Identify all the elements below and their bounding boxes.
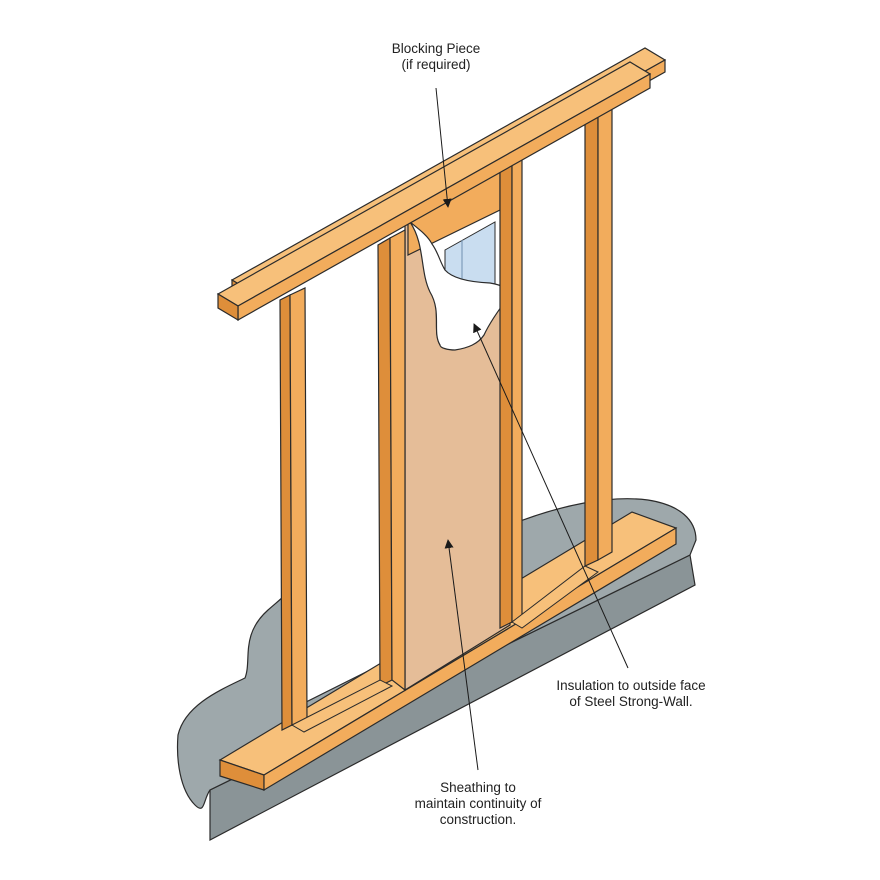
insulation (409, 221, 511, 351)
stud-right (584, 101, 613, 567)
blocking-leader-arrow (435, 87, 452, 208)
blocking-callout-line2: (if required) (401, 57, 471, 72)
sheathing-callout-line3: construction. (439, 812, 517, 827)
insulation-callout: Insulation to outside face of Steel Stro… (526, 678, 736, 710)
top-plate-lower (216, 61, 652, 322)
sheathing-callout-line2: maintain continuity of (414, 796, 542, 811)
insulation-callout-line1: Insulation to outside face (556, 678, 706, 693)
insulation-leader-arrow (473, 323, 629, 669)
bottom-ledge-right (511, 565, 599, 629)
blocking-piece-callout: Blocking Piece (if required) (364, 41, 508, 73)
sheathing-leader-arrow (444, 539, 479, 771)
sheathing-callout: Sheathing to maintain continuity of cons… (388, 780, 568, 828)
sheathing-callout-line1: Sheathing to (440, 780, 516, 795)
stud-center-left (377, 229, 406, 692)
stud-left (279, 287, 308, 731)
blocking-callout-line1: Blocking Piece (391, 41, 481, 56)
insulation-callout-line2: of Steel Strong-Wall. (569, 694, 693, 709)
bottom-ledge-left (290, 679, 394, 733)
